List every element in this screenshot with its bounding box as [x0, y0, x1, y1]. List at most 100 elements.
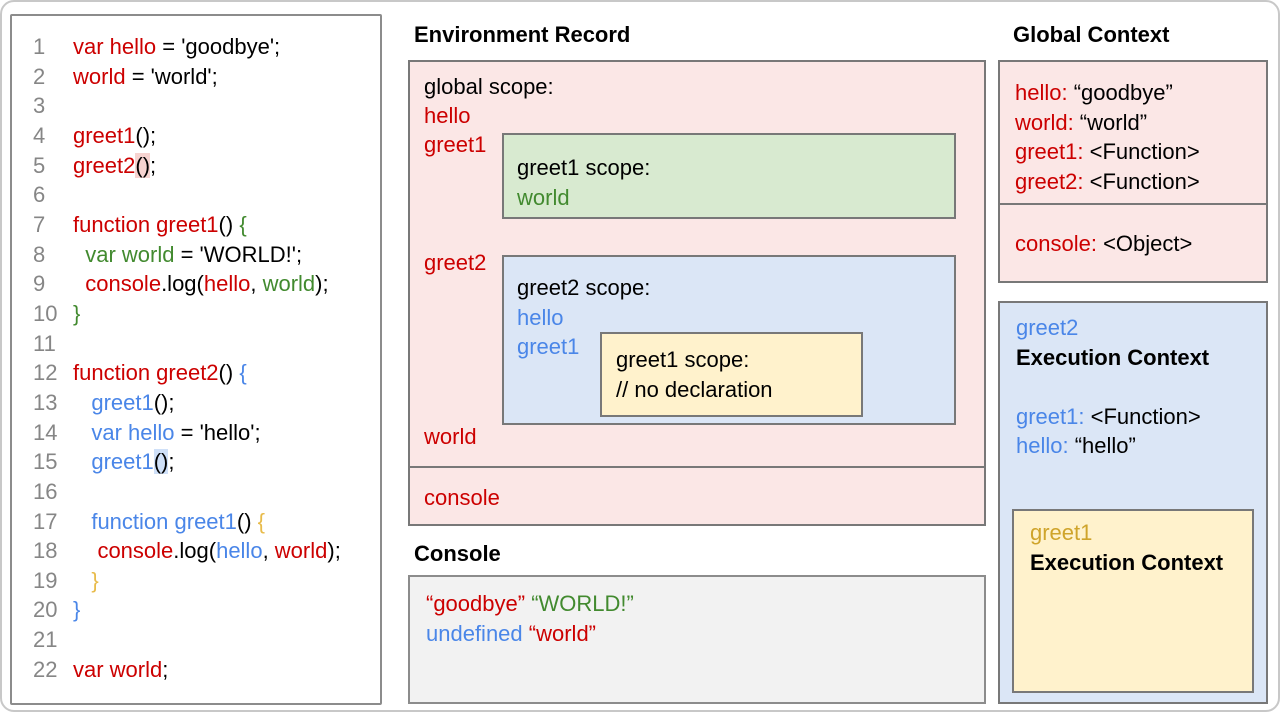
global-context-console-box: console: <Object> [998, 203, 1268, 283]
console-title: Console [414, 541, 501, 566]
code-text: greet1(); [73, 388, 174, 418]
line-number: 19 [33, 567, 58, 593]
code-line: 20} [12, 595, 378, 625]
line-number: 4 [33, 122, 46, 148]
code-segment: () [218, 360, 240, 386]
greet2-scope-var-hello: hello [517, 304, 564, 330]
greet2-scope-label: greet2 scope: [517, 275, 651, 300]
binding-value: <Function> [1083, 168, 1200, 194]
code-segment: (); [135, 122, 157, 148]
code-segment: (); [153, 389, 175, 415]
binding-row: hello: “goodbye” [1015, 78, 1266, 108]
code-text: function greet2() { [73, 358, 247, 388]
code-segment: world [262, 271, 316, 297]
code-segment: “goodbye” [426, 591, 526, 616]
binding-row: world: “world” [1015, 108, 1266, 138]
line-number: 1 [33, 34, 46, 59]
code-segment: = 'WORLD!'; [174, 241, 303, 267]
code-segment: () [218, 211, 240, 237]
line-number: 2 [33, 63, 46, 89]
code-segment: .log( [173, 538, 217, 564]
line-number: 16 [33, 478, 58, 504]
code-segment: ; [168, 449, 175, 475]
code-line: 22 var world; [12, 655, 378, 685]
binding-row: greet1: <Function> [1015, 137, 1266, 167]
code-text: function greet1() { [73, 507, 265, 537]
global-var-greet1: greet1 [424, 132, 487, 157]
greet1-scope-var-world: world [517, 184, 570, 210]
binding-row: console: <Object> [1015, 229, 1266, 259]
code-segment: hello [216, 538, 263, 564]
code-line: 1 var hello = 'goodbye'; [12, 32, 378, 62]
code-line: 9 console.log(hello, world); [12, 269, 378, 299]
binding-name: greet1: [1016, 403, 1085, 429]
code-segment: var hello [73, 419, 175, 445]
code-text: var world = 'WORLD!'; [73, 240, 302, 270]
binding-row: greet1: <Function> [1016, 402, 1266, 432]
code-segment: ; [162, 656, 169, 682]
code-segment: “WORLD!” [531, 591, 634, 616]
code-text: } [73, 566, 99, 596]
code-text: } [73, 595, 80, 625]
code-lines: 1 var hello = 'goodbye'; 2 world = 'world';… [12, 32, 378, 684]
code-segment: = 'goodbye'; [156, 34, 281, 59]
line-number: 3 [33, 93, 46, 119]
code-line: 16 [12, 477, 378, 507]
code-segment: function greet1 [73, 211, 219, 237]
binding-name: greet2: [1015, 168, 1084, 194]
line-number: 11 [33, 330, 56, 356]
binding-row: hello: “hello” [1016, 431, 1266, 461]
code-text: greet1(); [73, 121, 156, 151]
environment-record-title: Environment Record [414, 22, 631, 47]
line-number: 6 [33, 182, 46, 208]
greet2-context-title: Execution Context [1016, 344, 1210, 370]
code-segment: var world [73, 656, 163, 682]
binding-value: <Function> [1084, 403, 1201, 429]
code-segment: console [73, 271, 162, 297]
code-segment: “world” [528, 620, 597, 646]
line-number: 18 [33, 538, 58, 564]
code-segment: { [239, 360, 247, 386]
code-segment: function greet1 [73, 508, 237, 534]
line-number: 9 [33, 271, 46, 297]
code-segment: hello [203, 271, 251, 297]
code-segment: = 'hello'; [174, 419, 261, 445]
line-number: 10 [33, 300, 58, 326]
code-text: greet1(); [73, 447, 175, 477]
binding-value: “world” [1073, 109, 1148, 135]
inner-greet1-scope-label: greet1 scope: [616, 347, 750, 372]
line-number: 15 [33, 449, 58, 475]
code-line: 14 var hello = 'hello'; [12, 418, 378, 448]
binding-name: hello: [1016, 433, 1069, 459]
greet1-execution-context-box: greet1 Execution Context [1012, 509, 1254, 693]
code-segment: ); [327, 538, 341, 564]
global-context-title: Global Context [1013, 22, 1170, 47]
code-segment: undefined [426, 620, 523, 646]
code-segment: function greet2 [73, 360, 219, 386]
code-line: 11 [12, 329, 378, 359]
code-segment: ); [315, 271, 329, 297]
binding-value: <Function> [1083, 139, 1200, 165]
binding-value: “hello” [1068, 433, 1136, 459]
code-text: console.log(hello, world); [73, 269, 329, 299]
greet1-context-name: greet1 [1030, 520, 1093, 545]
greet1-scope-label: greet1 scope: [517, 155, 651, 180]
code-segment: console [73, 538, 174, 564]
line-number: 22 [33, 656, 58, 682]
spacer-line [1016, 372, 1266, 402]
code-line: 17 function greet1() { [12, 507, 378, 537]
code-segment: greet1 [73, 122, 136, 148]
code-segment: var hello [73, 34, 157, 59]
inner-greet1-scope-box: greet1 scope: // no declaration [600, 332, 863, 417]
console-line: undefined “world” [426, 619, 984, 649]
console-scope-box [408, 466, 986, 526]
code-segment: { [239, 211, 247, 237]
code-segment: } [73, 567, 99, 593]
line-number: 13 [33, 389, 58, 415]
greet2-context-bindings: greet1: <Function>hello: “hello” [1016, 402, 1266, 461]
code-line: 10} [12, 299, 378, 329]
code-line: 18 console.log(hello, world); [12, 536, 378, 566]
code-text: world = 'world'; [73, 62, 218, 92]
code-segment: , [262, 538, 275, 564]
